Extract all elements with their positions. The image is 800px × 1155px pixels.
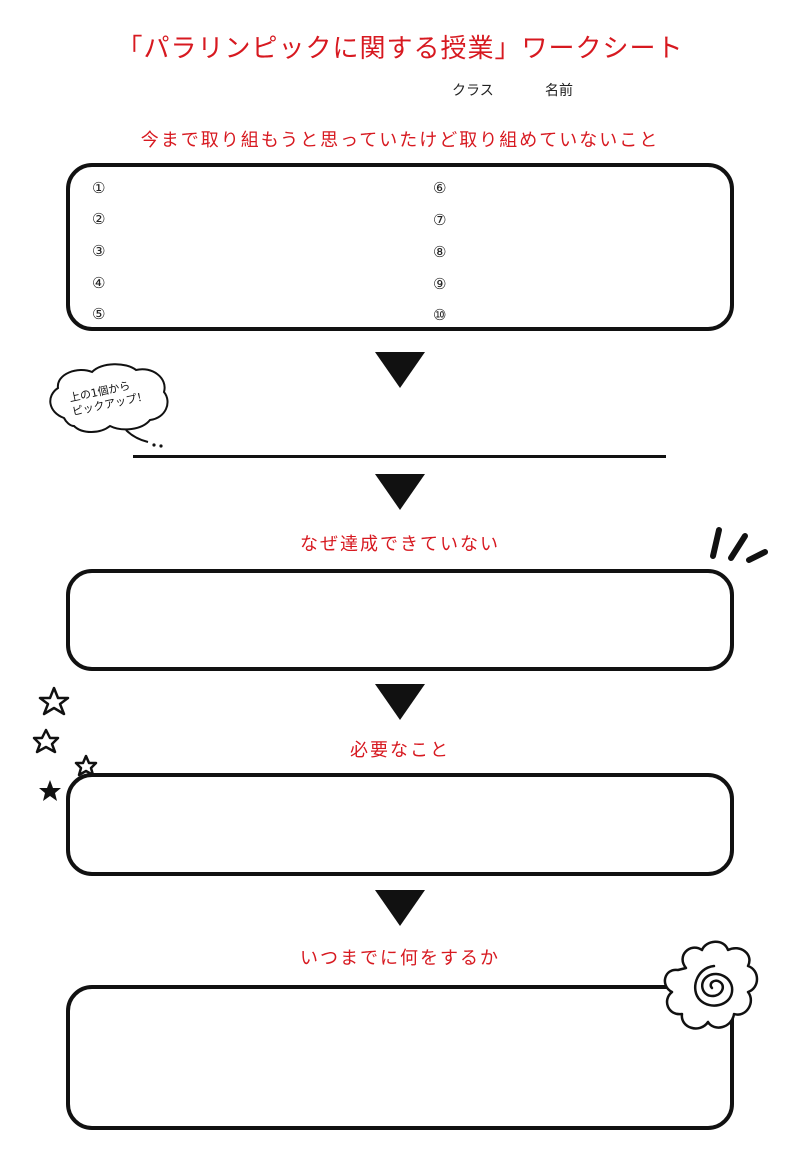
goal-item-7: ⑦ <box>433 211 447 229</box>
down-arrow-icon <box>375 684 425 720</box>
worksheet-title: 「パラリンピックに関する授業」ワークシート <box>116 34 684 64</box>
goal-item-9: ⑨ <box>433 275 447 293</box>
goal-item-1: ① <box>92 179 106 197</box>
needs-heading: 必要なこと <box>350 740 450 761</box>
reason-box[interactable] <box>66 569 734 671</box>
goal-item-4: ④ <box>92 274 106 292</box>
name-label: 名前 <box>545 83 573 99</box>
goal-item-6: ⑥ <box>433 179 447 197</box>
down-arrow-icon <box>375 352 425 388</box>
goal-item-2: ② <box>92 210 106 228</box>
goal-item-8: ⑧ <box>433 243 447 261</box>
emphasis-lines-icon <box>705 526 769 566</box>
goal-item-5: ⑤ <box>92 305 106 323</box>
class-label: クラス <box>452 83 494 99</box>
needs-box[interactable] <box>66 773 734 876</box>
plan-heading: いつまでに何をするか <box>300 948 500 969</box>
goals-box[interactable]: ① ② ③ ④ ⑤ ⑥ ⑦ ⑧ ⑨ ⑩ <box>66 163 734 331</box>
speech-bubble-icon: 上の1個から ピックアップ！ <box>44 360 174 452</box>
plan-box[interactable] <box>66 985 734 1130</box>
pickup-answer-line[interactable] <box>133 455 666 458</box>
goal-item-3: ③ <box>92 242 106 260</box>
goals-heading: 今まで取り組もうと思っていたけど取り組めていないこと <box>140 130 660 151</box>
goal-item-10: ⑩ <box>433 306 447 324</box>
spiral-flower-icon <box>656 938 766 1038</box>
reason-heading: なぜ達成できていない <box>300 534 500 555</box>
down-arrow-icon <box>375 474 425 510</box>
down-arrow-icon <box>375 890 425 926</box>
